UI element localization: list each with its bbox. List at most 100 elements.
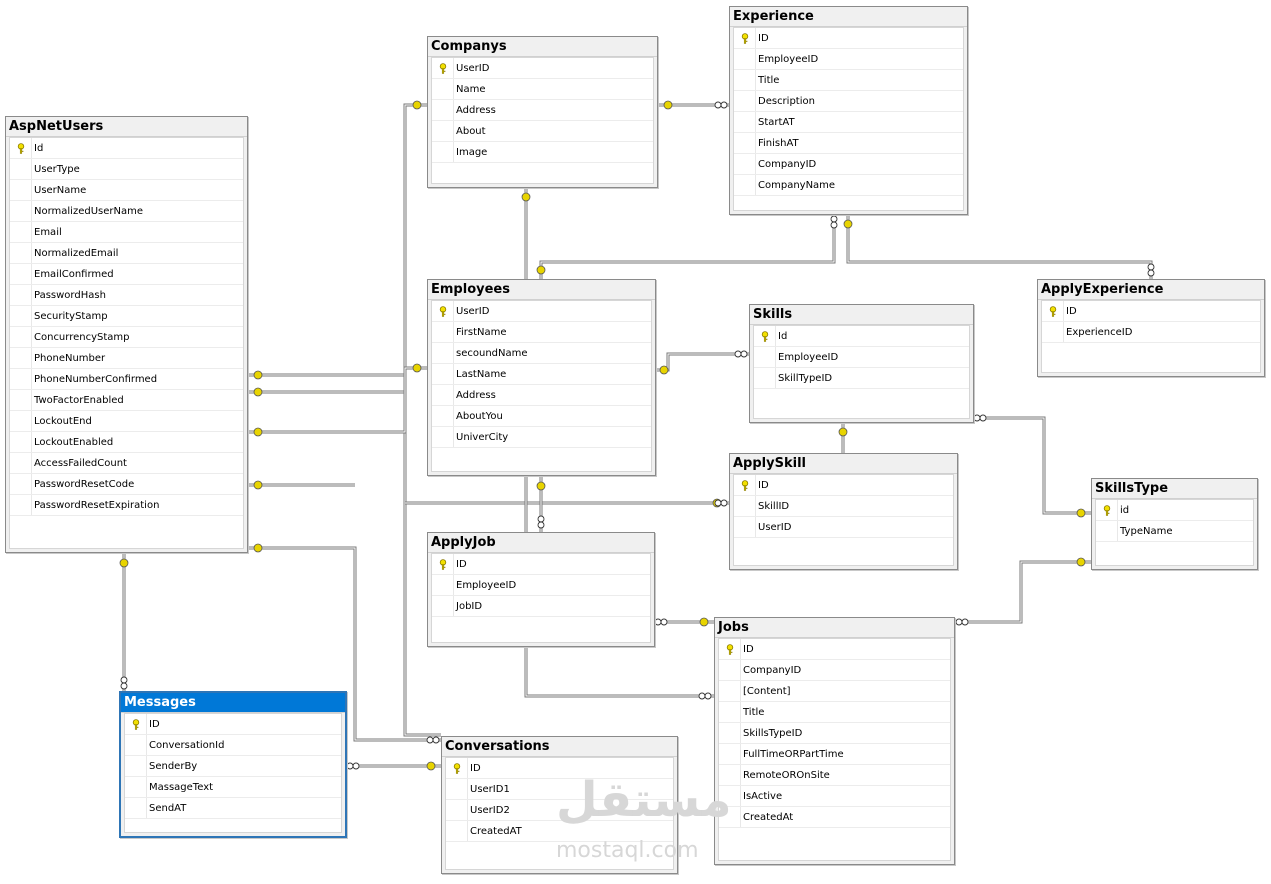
column-row[interactable]: EmployeeID (734, 49, 963, 70)
column-row[interactable]: UserType (10, 159, 243, 180)
column-row[interactable]: CreatedAt (719, 807, 950, 828)
column-row[interactable]: LastName (432, 364, 651, 385)
table-title[interactable]: SkillsType (1092, 479, 1257, 499)
column-row[interactable]: Address (432, 385, 651, 406)
table-title[interactable]: Skills (750, 305, 973, 325)
column-row[interactable]: IsActive (719, 786, 950, 807)
column-row[interactable]: SenderBy (125, 756, 341, 777)
column-row[interactable]: TwoFactorEnabled (10, 390, 243, 411)
column-row[interactable]: FinishAT (734, 133, 963, 154)
column-row[interactable]: SkillsTypeID (719, 723, 950, 744)
table-title[interactable]: Employees (428, 280, 655, 300)
table-title[interactable]: Messages (121, 693, 345, 713)
row-selector (432, 79, 454, 99)
column-row[interactable]: CompanyID (734, 154, 963, 175)
column-row[interactable]: PhoneNumber (10, 348, 243, 369)
column-row[interactable]: CompanyID (719, 660, 950, 681)
column-row[interactable]: EmployeeID (432, 575, 650, 596)
column-row[interactable]: Id (754, 326, 969, 347)
column-row[interactable]: UserName (10, 180, 243, 201)
column-row[interactable]: ID (1042, 301, 1260, 322)
column-row[interactable]: EmployeeID (754, 347, 969, 368)
table-title[interactable]: Conversations (442, 737, 677, 757)
column-row[interactable]: EmailConfirmed (10, 264, 243, 285)
column-row[interactable]: PasswordHash (10, 285, 243, 306)
column-row[interactable]: ID (734, 475, 953, 496)
table-title[interactable]: ApplyJob (428, 533, 654, 553)
column-row[interactable]: ID (446, 758, 673, 779)
column-row[interactable]: PasswordResetExpiration (10, 495, 243, 516)
column-row[interactable]: Id (10, 138, 243, 159)
column-name: SkillTypeID (778, 372, 833, 384)
table-title[interactable]: Companys (428, 37, 657, 57)
relationship-line-inner (248, 104, 427, 376)
table-title[interactable]: AspNetUsers (6, 117, 247, 137)
column-row[interactable]: UserID (734, 517, 953, 538)
table-title[interactable]: ApplySkill (730, 454, 957, 474)
column-row[interactable]: PasswordResetCode (10, 474, 243, 495)
column-row[interactable]: ExperienceID (1042, 322, 1260, 343)
column-row[interactable]: Image (432, 142, 653, 163)
column-row[interactable]: ConversationId (125, 735, 341, 756)
column-row[interactable]: CreatedAT (446, 821, 673, 842)
column-row[interactable]: ID (734, 28, 963, 49)
table-title[interactable]: ApplyExperience (1038, 280, 1264, 300)
column-row[interactable]: Name (432, 79, 653, 100)
column-row[interactable]: SkillID (734, 496, 953, 517)
column-row[interactable]: StartAT (734, 112, 963, 133)
column-row[interactable]: LockoutEnd (10, 411, 243, 432)
column-row[interactable]: SendAT (125, 798, 341, 819)
column-row[interactable]: NormalizedEmail (10, 243, 243, 264)
column-row[interactable]: ID (432, 554, 650, 575)
table-title[interactable]: Jobs (715, 618, 954, 638)
column-row[interactable]: [Content] (719, 681, 950, 702)
column-row[interactable]: Address (432, 100, 653, 121)
column-row[interactable]: ID (719, 639, 950, 660)
column-row[interactable]: AboutYou (432, 406, 651, 427)
column-row[interactable]: Title (719, 702, 950, 723)
table-title[interactable]: Experience (730, 7, 967, 27)
column-row[interactable]: UserID2 (446, 800, 673, 821)
column-row[interactable]: PhoneNumberConfirmed (10, 369, 243, 390)
column-row[interactable]: FirstName (432, 322, 651, 343)
column-name: RemoteOROnSite (743, 769, 830, 781)
column-row[interactable]: id (1096, 500, 1253, 521)
column-row[interactable]: JobID (432, 596, 650, 617)
column-row[interactable]: TypeName (1096, 521, 1253, 542)
column-row[interactable]: ID (125, 714, 341, 735)
column-row[interactable]: ConcurrencyStamp (10, 327, 243, 348)
column-row[interactable]: secoundName (432, 343, 651, 364)
column-row[interactable]: About (432, 121, 653, 142)
column-row[interactable]: UniverCity (432, 427, 651, 448)
column-row[interactable]: Description (734, 91, 963, 112)
column-row[interactable]: Email (10, 222, 243, 243)
column-row[interactable]: LockoutEnabled (10, 432, 243, 453)
column-row[interactable]: Title (734, 70, 963, 91)
column-row[interactable]: SecurityStamp (10, 306, 243, 327)
relationship-line-inner (248, 367, 427, 433)
column-row[interactable]: CompanyName (734, 175, 963, 196)
column-row[interactable]: RemoteOROnSite (719, 765, 950, 786)
column-row[interactable]: FullTimeORPartTime (719, 744, 950, 765)
column-row[interactable]: NormalizedUserName (10, 201, 243, 222)
column-row[interactable]: UserID (432, 58, 653, 79)
column-row[interactable]: MassageText (125, 777, 341, 798)
row-selector (734, 175, 756, 195)
column-row[interactable]: AccessFailedCount (10, 453, 243, 474)
column-row[interactable]: UserID (432, 301, 651, 322)
column-row[interactable]: UserID1 (446, 779, 673, 800)
column-row[interactable]: SkillTypeID (754, 368, 969, 389)
